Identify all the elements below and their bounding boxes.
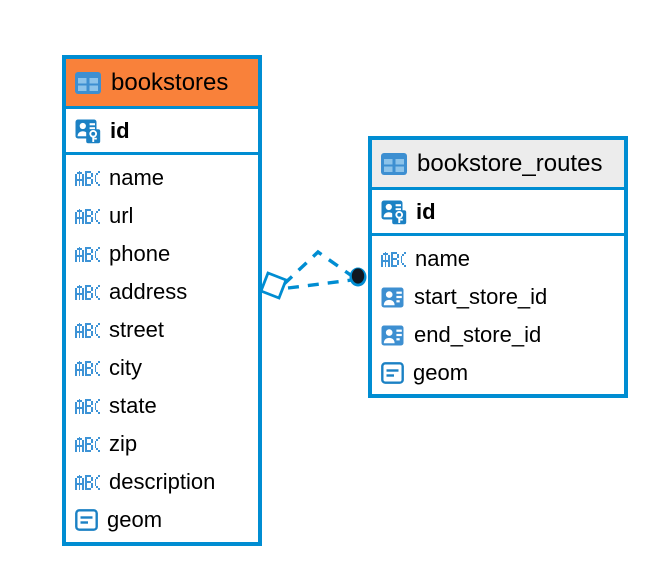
field-row-id[interactable]: id: [66, 109, 258, 152]
field-row-state[interactable]: state: [66, 387, 258, 425]
field-row-phone[interactable]: phone: [66, 235, 258, 273]
primary-key-icon: [381, 200, 407, 224]
primary-key-section: id: [66, 106, 258, 155]
table-icon: [381, 152, 407, 175]
field-label: street: [109, 317, 165, 342]
field-row-description[interactable]: description: [66, 463, 258, 501]
field-row-geom[interactable]: geom: [372, 354, 624, 392]
filled-circle-marker[interactable]: [349, 267, 367, 287]
field-row-city[interactable]: city: [66, 349, 258, 387]
field-label: zip: [109, 431, 138, 456]
field-row-zip[interactable]: zip: [66, 425, 258, 463]
field-row-geom[interactable]: geom: [66, 501, 258, 539]
abc-text-icon: [381, 251, 406, 267]
geometry-icon: [75, 509, 98, 531]
field-row-address[interactable]: address: [66, 273, 258, 311]
field-label: url: [109, 203, 134, 228]
primary-key-icon: [75, 119, 101, 143]
entity-header-bookstores[interactable]: bookstores: [66, 59, 258, 106]
field-label: start_store_id: [414, 284, 548, 309]
entity-header-bookstore-routes[interactable]: bookstore_routes: [372, 140, 624, 187]
field-label: city: [109, 355, 142, 380]
field-label: name: [415, 246, 471, 271]
field-row-end-store-id[interactable]: end_store_id: [372, 316, 624, 354]
entity-table-bookstores[interactable]: bookstores id: [62, 55, 262, 546]
field-label: id: [110, 117, 130, 143]
table-icon: [75, 71, 101, 94]
primary-key-section: id: [372, 187, 624, 236]
field-row-name[interactable]: name: [66, 159, 258, 197]
field-row-start-store-id[interactable]: start_store_id: [372, 278, 624, 316]
abc-text-icon: [75, 436, 100, 452]
field-label: end_store_id: [414, 322, 542, 347]
field-label: address: [109, 279, 188, 304]
abc-text-icon: [75, 208, 100, 224]
field-list-bookstores: name url: [66, 155, 258, 545]
abc-text-icon: [75, 360, 100, 376]
abc-text-icon: [75, 322, 100, 338]
abc-text-icon: [75, 474, 100, 490]
field-label: name: [109, 165, 165, 190]
abc-text-icon: [75, 170, 100, 186]
foreign-key-icon: [381, 287, 404, 307]
field-label: description: [109, 469, 216, 494]
field-label: id: [416, 198, 436, 224]
field-label: geom: [413, 360, 469, 385]
abc-text-icon: [75, 284, 100, 300]
entity-table-bookstore-routes[interactable]: bookstore_routes: [368, 136, 628, 398]
relationship-line-lower: [287, 278, 353, 290]
entity-title: bookstores: [111, 68, 229, 96]
field-row-url[interactable]: url: [66, 197, 258, 235]
abc-text-icon: [75, 398, 100, 414]
field-row-street[interactable]: street: [66, 311, 258, 349]
foreign-key-icon: [381, 325, 404, 345]
field-list-bookstore-routes: name start_store_id: [372, 236, 624, 398]
field-label: state: [109, 393, 157, 418]
field-row-name[interactable]: name: [372, 240, 624, 278]
relationship-line-upper: [282, 249, 353, 286]
abc-text-icon: [75, 246, 100, 262]
field-label: phone: [109, 241, 171, 266]
entity-title: bookstore_routes: [417, 149, 603, 177]
diamond-marker[interactable]: [259, 271, 288, 300]
geometry-icon: [381, 362, 404, 384]
field-row-id[interactable]: id: [372, 190, 624, 233]
field-label: geom: [107, 507, 163, 532]
